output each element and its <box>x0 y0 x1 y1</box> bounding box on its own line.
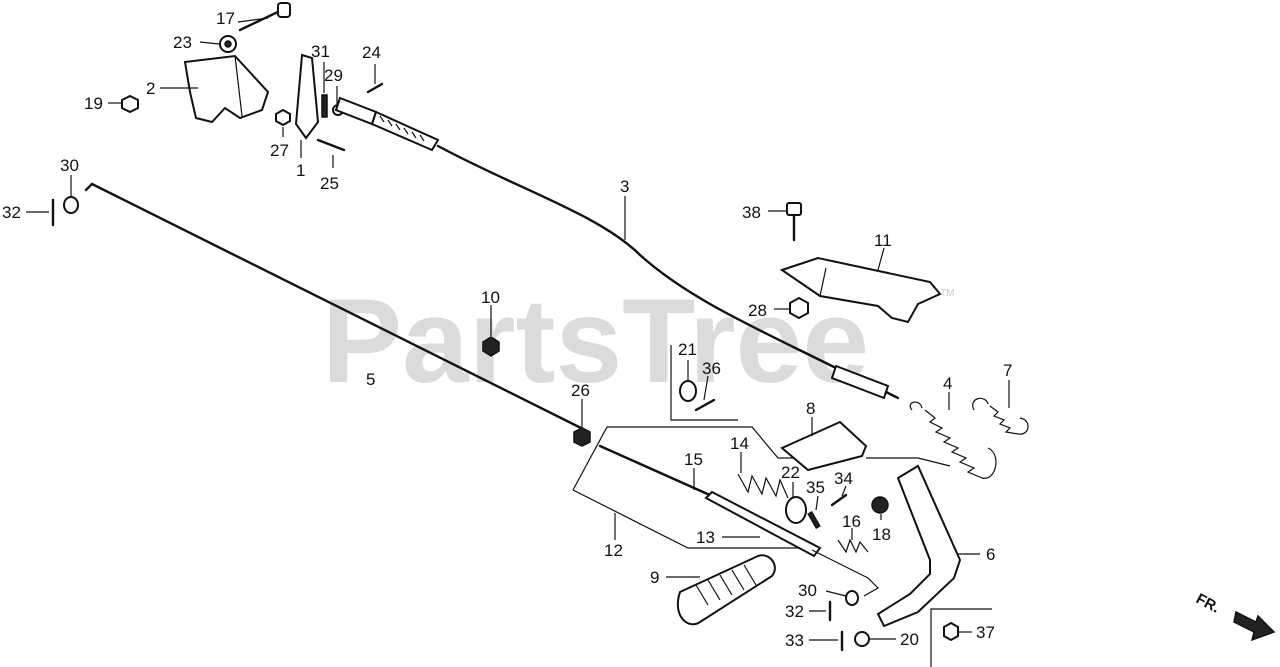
spring-16 <box>837 538 869 554</box>
callout-3: 3 <box>620 177 629 196</box>
nut-37 <box>943 621 959 642</box>
nut-19 <box>121 94 139 114</box>
callout-2: 2 <box>146 79 155 98</box>
callout-35: 35 <box>806 478 825 497</box>
callout-15: 15 <box>684 450 703 469</box>
callout-11: 11 <box>874 231 892 250</box>
callout-14: 14 <box>730 434 749 453</box>
spring-7 <box>972 397 1029 435</box>
callout-17: 17 <box>216 9 235 28</box>
callout-10: 10 <box>481 288 500 307</box>
callout-12: 12 <box>604 541 623 560</box>
nut-18 <box>871 496 889 514</box>
callout-29: 29 <box>324 66 343 85</box>
callout-23: 23 <box>173 33 192 52</box>
pin-36 <box>694 398 716 412</box>
callout-27: 27 <box>270 141 289 160</box>
leader-30-bottom <box>825 590 847 597</box>
grip-9 <box>677 554 776 626</box>
callout-19: 19 <box>84 94 103 113</box>
callout-18: 18 <box>872 525 891 544</box>
pedal-arm-6 <box>876 464 962 628</box>
callout-16: 16 <box>842 512 861 531</box>
callout-6: 6 <box>986 545 995 564</box>
assembly-12-outline-bottom <box>572 489 798 549</box>
callout-7: 7 <box>1003 361 1012 380</box>
washer-30-top <box>63 196 79 214</box>
callout-13: 13 <box>696 528 715 547</box>
bracket-line-37 <box>930 608 992 667</box>
bolt-25 <box>316 138 346 152</box>
callout-26: 26 <box>571 381 590 400</box>
callout-22: 22 <box>781 463 800 482</box>
rod-5 <box>84 182 587 432</box>
callout-32-top: 32 <box>2 203 21 222</box>
pin-34 <box>830 493 848 507</box>
washer-20 <box>854 631 870 647</box>
callout-38: 38 <box>742 203 761 222</box>
washer-22 <box>785 496 807 524</box>
nut-28 <box>789 296 809 320</box>
leader-17 <box>237 17 269 23</box>
nut-26 <box>573 427 591 447</box>
callout-1: 1 <box>296 161 305 180</box>
bolt-38 <box>786 202 802 242</box>
callout-28: 28 <box>748 301 767 320</box>
callout-24: 24 <box>362 43 381 62</box>
nut-10 <box>482 336 500 357</box>
bracket-2 <box>183 54 270 124</box>
callout-30-top: 30 <box>60 156 79 175</box>
callout-37: 37 <box>976 623 995 642</box>
callout-4: 4 <box>943 374 952 393</box>
callout-34: 34 <box>834 469 853 488</box>
bracket-line-21 <box>670 345 738 421</box>
callout-32-bottom: 32 <box>785 602 804 621</box>
callout-31: 31 <box>311 42 330 61</box>
cable-3 <box>334 96 900 400</box>
watermark-trademark: TM <box>940 288 954 299</box>
leader-23 <box>199 41 220 45</box>
pin-31 <box>321 94 328 118</box>
callout-20: 20 <box>900 630 919 649</box>
leader-35 <box>815 495 819 511</box>
callout-8: 8 <box>806 399 815 418</box>
washer-21 <box>679 380 697 402</box>
callout-36: 36 <box>702 359 721 378</box>
callout-25: 25 <box>320 174 339 193</box>
leader-34 <box>841 485 847 497</box>
spring-14 <box>737 473 789 499</box>
leader-11 <box>877 247 885 271</box>
bracket-8 <box>780 420 868 472</box>
callout-9: 9 <box>650 568 659 587</box>
front-label: FR. <box>1193 590 1222 616</box>
front-arrow-icon <box>1233 610 1276 642</box>
watermark-text: PartsTree <box>322 274 869 408</box>
callout-21: 21 <box>678 340 697 359</box>
screw-24 <box>366 82 384 94</box>
bracket-11 <box>779 256 942 324</box>
bolt-17 <box>238 2 291 32</box>
callout-5: 5 <box>366 370 375 389</box>
callout-33: 33 <box>785 631 804 650</box>
rod-15 <box>598 444 714 498</box>
lever-1 <box>294 53 320 140</box>
spring-4 <box>909 401 997 479</box>
nut-27 <box>275 108 291 127</box>
callout-30-bottom: 30 <box>798 581 817 600</box>
washer-30-bottom <box>845 590 859 606</box>
shaft-13 <box>704 490 822 558</box>
leader-36 <box>703 375 709 401</box>
clip-35 <box>807 511 821 529</box>
